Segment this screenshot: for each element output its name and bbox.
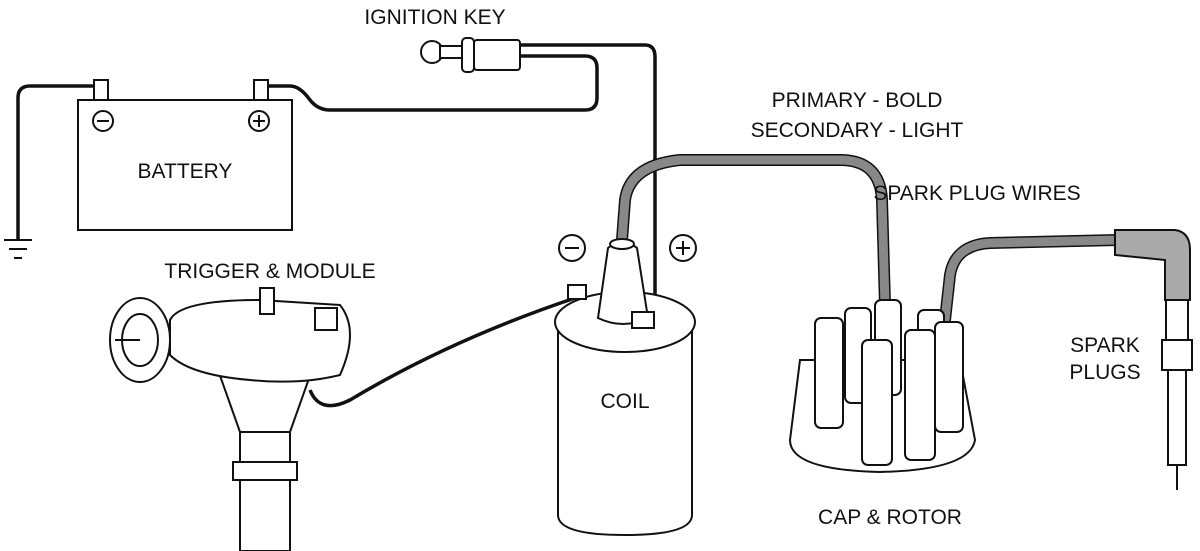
cap-to-plug-secondary-wire — [940, 235, 1123, 325]
ground-wire — [4, 84, 100, 259]
distributor-cap — [788, 299, 977, 474]
spark-plugs-label-1: SPARK — [1070, 334, 1140, 357]
trigger-module-label: TRIGGER & MODULE — [164, 260, 375, 283]
primary-legend: PRIMARY - BOLD — [772, 89, 943, 112]
spark-plugs-label-2: PLUGS — [1069, 361, 1140, 384]
spark-plug-wires-label: SPARK PLUG WIRES — [873, 182, 1080, 205]
coil: COIL — [554, 238, 696, 537]
battery-to-key-wire — [262, 54, 599, 112]
distributor — [109, 287, 351, 551]
secondary-legend: SECONDARY - LIGHT — [751, 119, 964, 142]
module-to-coil-wire — [308, 296, 576, 408]
key-to-coil-wire — [520, 43, 657, 318]
spark-plug — [1114, 229, 1193, 490]
coil-to-cap-wire-edge — [616, 154, 891, 311]
ignition-key — [420, 37, 521, 73]
coil-to-cap-secondary-wire — [617, 155, 890, 310]
coil-label: COIL — [600, 390, 649, 413]
ignition-key-label: IGNITION KEY — [364, 6, 505, 29]
battery: BATTERY — [77, 79, 293, 231]
coil-positive-symbol — [669, 234, 697, 262]
battery-label: BATTERY — [138, 160, 233, 183]
cap-rotor-label: CAP & ROTOR — [818, 506, 962, 529]
coil-negative-symbol — [558, 234, 586, 262]
